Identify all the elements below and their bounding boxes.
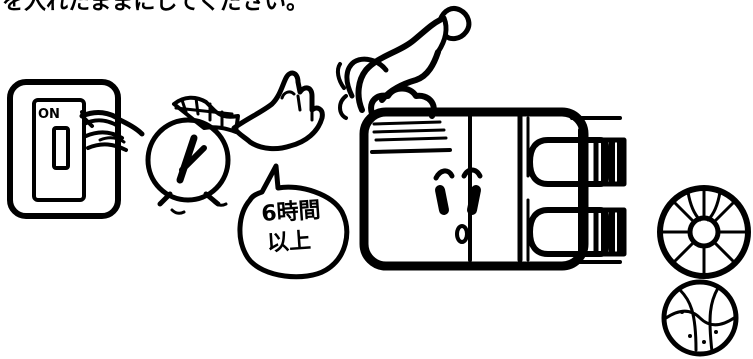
fan-and-ball bbox=[657, 185, 751, 357]
waving-hand bbox=[231, 70, 325, 152]
speech-bubble bbox=[237, 163, 350, 280]
alarm-clock bbox=[145, 95, 240, 215]
instruction-caption: を入れたままにしてください。 bbox=[2, 0, 309, 15]
wall-switch bbox=[7, 79, 121, 219]
heater-character bbox=[359, 107, 589, 271]
switch-on-label: ON bbox=[38, 107, 60, 122]
hand-on-switch bbox=[79, 110, 145, 152]
santa-hat bbox=[335, 5, 472, 120]
heater-outlets bbox=[527, 116, 627, 264]
